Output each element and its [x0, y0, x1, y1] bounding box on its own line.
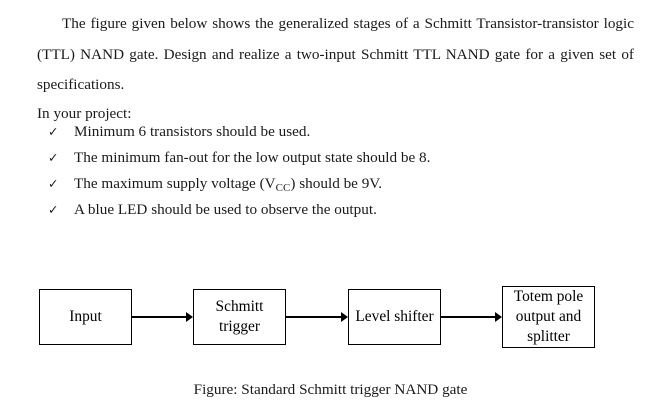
arrow-shaft — [132, 316, 187, 318]
diagram-node-totem-pole: Totem pole output and splitter — [502, 286, 595, 348]
arrow-head-icon — [341, 312, 348, 322]
requirement-text-after: ) should be 9V. — [290, 175, 383, 192]
cut-off-text-remnant — [62, 0, 362, 3]
checkmark-icon: ✓ — [48, 124, 59, 139]
list-item: ✓ A blue LED should be used to observe t… — [48, 197, 430, 223]
diagram-node-input: Input — [39, 289, 132, 345]
requirement-text: The maximum supply voltage (VCC) should … — [74, 175, 383, 195]
arrow-shaft — [441, 316, 496, 318]
node-label: Level shifter — [355, 308, 434, 325]
block-diagram: Input Schmitt trigger Level shifter Tote… — [0, 268, 661, 363]
requirement-text-before: The maximum supply voltage (V — [74, 175, 276, 192]
requirement-text: A blue LED should be used to observe the… — [74, 201, 377, 218]
list-item: ✓ The maximum supply voltage (VCC) shoul… — [48, 171, 430, 197]
arrow-head-icon — [186, 312, 193, 322]
intro-paragraph-block: The figure given below shows the general… — [37, 9, 634, 101]
requirements-list: ✓ Minimum 6 transistors should be used. … — [48, 119, 430, 223]
requirement-text: Minimum 6 transistors should be used. — [74, 123, 311, 140]
checkmark-icon: ✓ — [48, 202, 59, 217]
arrow-head-icon — [495, 312, 502, 322]
node-label: Totem pole output and splitter — [513, 288, 584, 345]
list-item: ✓ Minimum 6 transistors should be used. — [48, 119, 430, 145]
node-label: Schmitt trigger — [215, 298, 264, 335]
requirement-text: The minimum fan-out for the low output s… — [74, 149, 431, 166]
checkmark-icon: ✓ — [48, 176, 59, 191]
diagram-node-level-shifter: Level shifter — [348, 289, 441, 345]
project-intro-line: In your project: — [37, 105, 132, 122]
connector-arrow-level-to-totem — [441, 311, 502, 323]
list-item: ✓ The minimum fan-out for the low output… — [48, 145, 430, 171]
figure-caption: Figure: Standard Schmitt trigger NAND ga… — [193, 381, 468, 398]
diagram-node-schmitt-trigger: Schmitt trigger — [193, 289, 286, 345]
vcc-subscript: CC — [275, 182, 291, 195]
node-label: Input — [69, 308, 102, 325]
connector-arrow-schmitt-to-level — [286, 311, 348, 323]
intro-paragraph: The figure given below shows the general… — [37, 15, 634, 93]
connector-arrow-input-to-schmitt — [132, 311, 193, 323]
arrow-shaft — [286, 316, 342, 318]
checkmark-icon: ✓ — [48, 150, 59, 165]
